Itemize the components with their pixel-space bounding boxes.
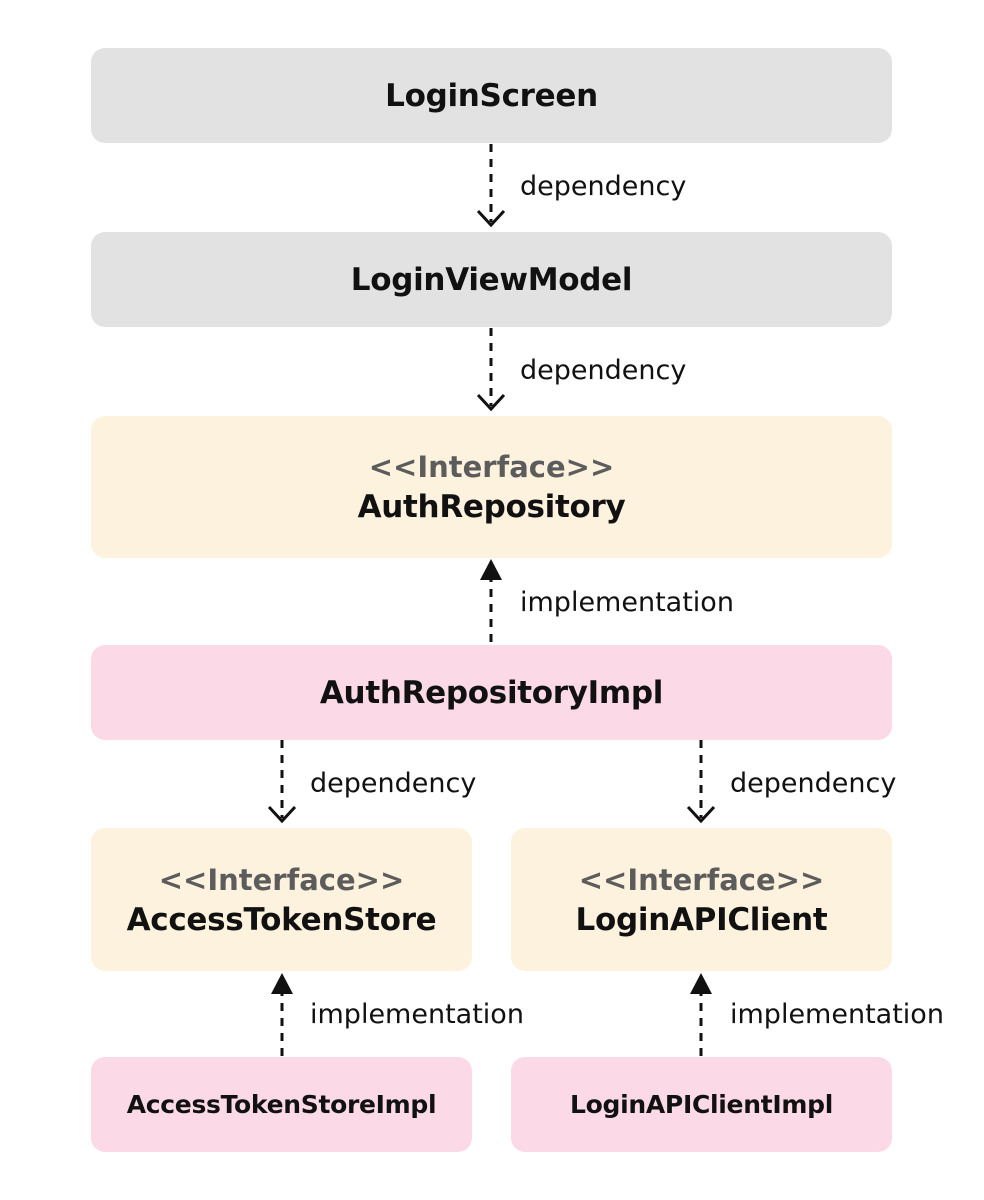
- implementation-arrowhead: [271, 973, 293, 994]
- node-name: LoginViewModel: [350, 261, 633, 298]
- edge-label-dependency: dependency: [520, 171, 687, 202]
- node-name: LoginAPIClient: [575, 901, 828, 938]
- node-name: AccessTokenStore: [126, 901, 437, 938]
- node-stereotype: <<Interface>>: [368, 450, 615, 484]
- edge-label-dependency: dependency: [520, 355, 687, 386]
- node-name: AuthRepository: [357, 489, 626, 525]
- node-name: LoginScreen: [385, 77, 598, 114]
- node-login-api-client-impl: LoginAPIClientImpl: [511, 1057, 892, 1152]
- edge-label-implementation: implementation: [520, 587, 734, 618]
- node-name: LoginAPIClientImpl: [570, 1089, 833, 1119]
- node-name: AccessTokenStoreImpl: [126, 1089, 437, 1119]
- implementation-arrowhead: [690, 973, 712, 994]
- node-login-api-client: <<Interface>> LoginAPIClient: [511, 828, 892, 971]
- node-stereotype: <<Interface>>: [578, 862, 825, 897]
- node-login-view-model: LoginViewModel: [91, 232, 892, 327]
- node-auth-repository-impl: AuthRepositoryImpl: [91, 645, 892, 740]
- node-login-screen: LoginScreen: [91, 48, 892, 143]
- edge-viewmodel-to-repository: [476, 328, 506, 412]
- edge-label-implementation: implementation: [730, 999, 944, 1030]
- edge-label-dependency: dependency: [310, 768, 477, 799]
- edge-repositoryimpl-to-tokenstore: [267, 740, 297, 824]
- node-access-token-store: <<Interface>> AccessTokenStore: [91, 828, 472, 971]
- edge-screen-to-viewmodel: [476, 144, 506, 228]
- node-name: AuthRepositoryImpl: [319, 674, 664, 711]
- edge-label-dependency: dependency: [730, 768, 897, 799]
- node-access-token-store-impl: AccessTokenStoreImpl: [91, 1057, 472, 1152]
- edge-label-implementation: implementation: [310, 999, 524, 1030]
- node-auth-repository: <<Interface>> AuthRepository: [91, 416, 892, 558]
- implementation-arrowhead: [480, 559, 502, 580]
- edge-repositoryimpl-to-apiclient: [686, 740, 716, 824]
- node-stereotype: <<Interface>>: [158, 862, 405, 897]
